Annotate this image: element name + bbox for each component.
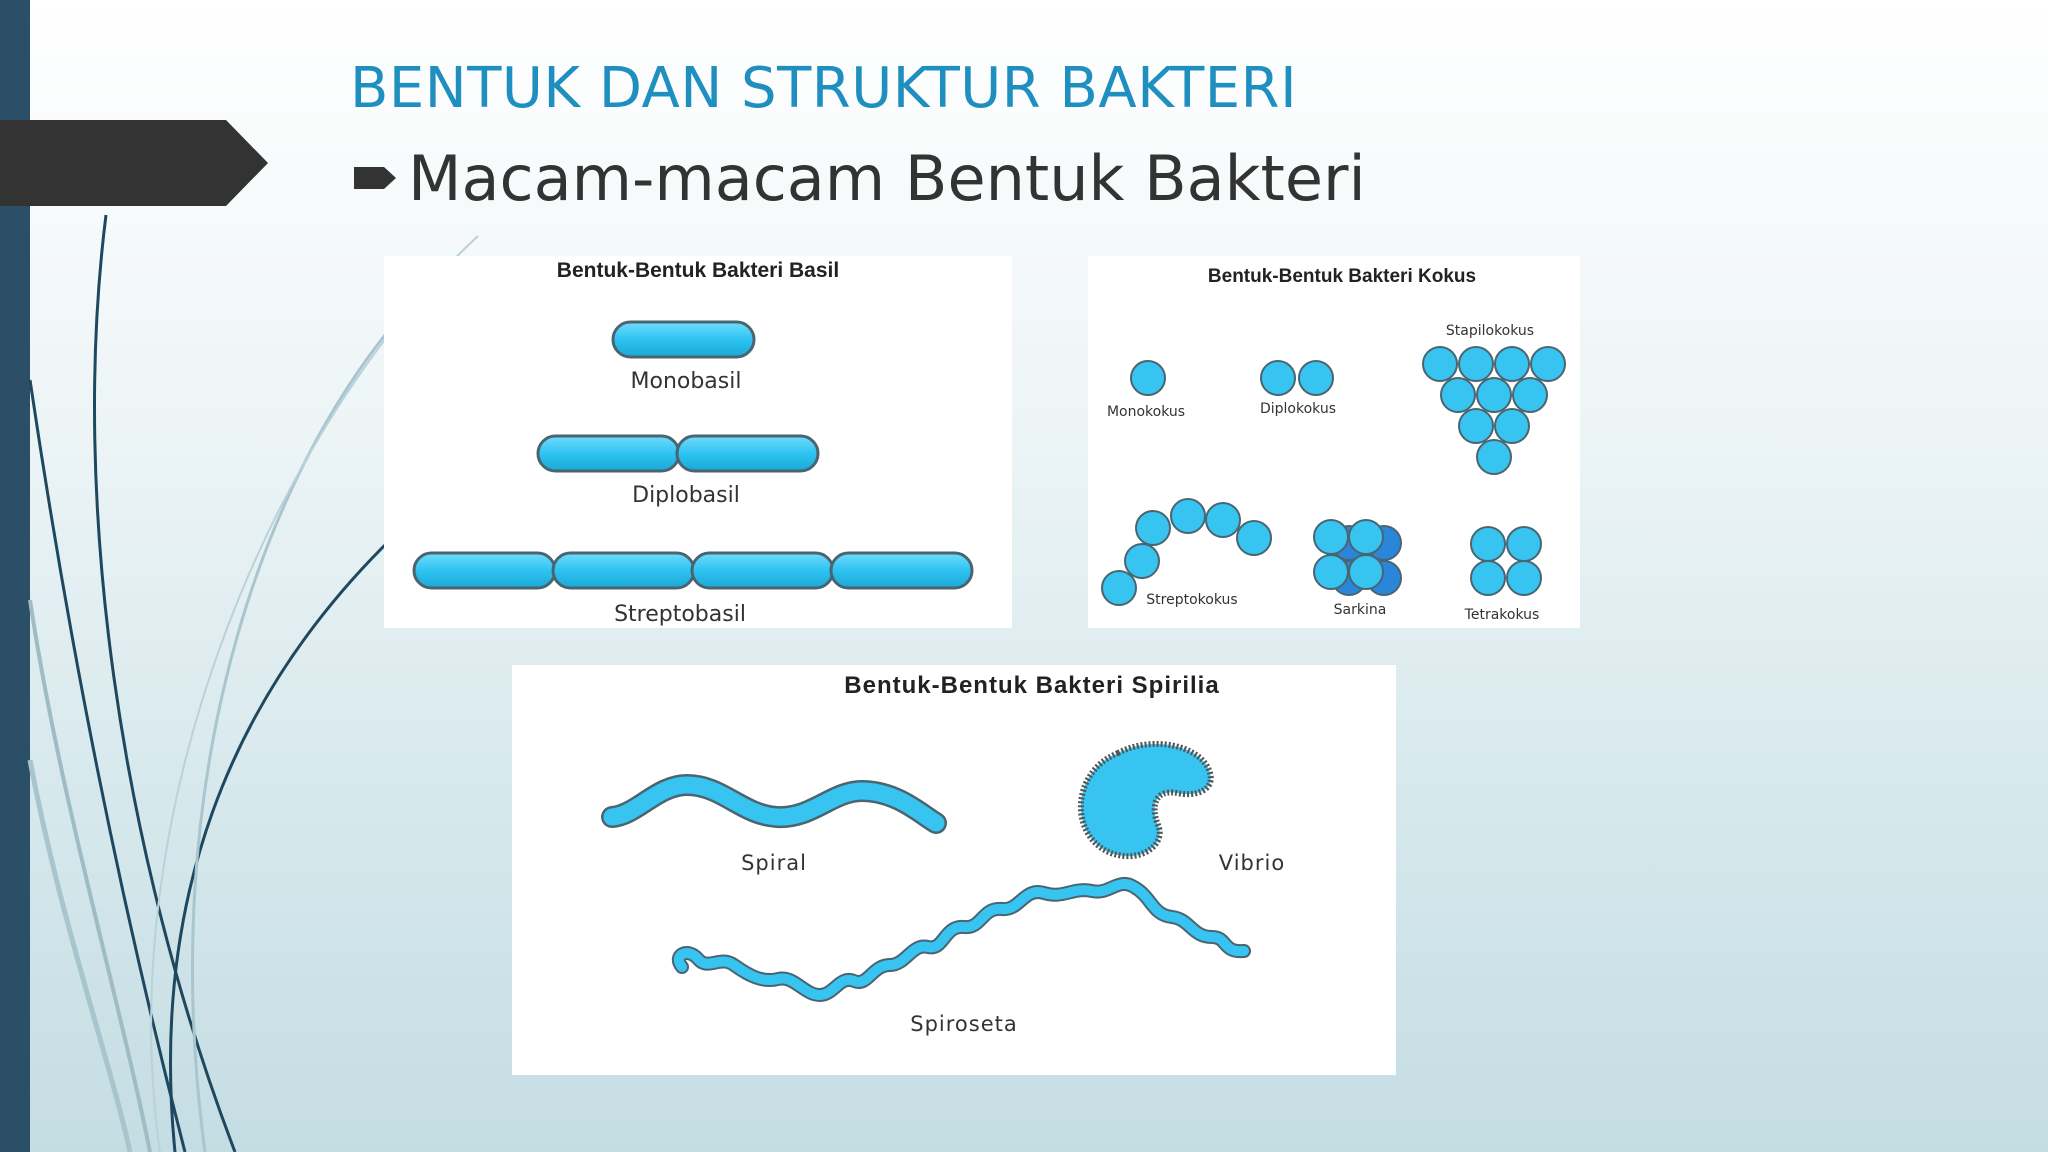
stapilokokus-cell <box>1476 377 1512 413</box>
bullet-item: Macam-macam Bentuk Bakteri <box>352 138 1366 218</box>
stapilokokus-cell <box>1422 346 1458 382</box>
streptokokus-cell <box>1170 498 1206 534</box>
decor-curve <box>27 759 133 1152</box>
spiroseta-cell-inner <box>673 878 1249 1000</box>
stapilokokus-cell <box>1494 408 1530 444</box>
diplobasil-label: Diplobasil <box>632 483 740 508</box>
streptokokus-cell <box>1135 510 1171 546</box>
tetrakokus-label: Tetrakokus <box>1464 607 1540 623</box>
monobasil-cell <box>611 320 756 359</box>
tetrakokus-cell <box>1470 526 1506 562</box>
spiral-label: Spiral <box>741 851 807 875</box>
spirilia-title: Bentuk-Bentuk Bakteri Spirilia <box>844 672 1219 699</box>
stapilokokus-cell <box>1530 346 1566 382</box>
streptokokus-cell <box>1124 543 1160 579</box>
spiral-cell-inner <box>603 776 945 832</box>
arrow-tab <box>0 120 268 206</box>
diplokokus-cell <box>1298 360 1334 396</box>
sarkina-cell <box>1313 519 1349 555</box>
streptobasil-cell <box>551 551 696 590</box>
streptobasil-label: Streptobasil <box>614 602 746 627</box>
stapilokokus-cell <box>1458 408 1494 444</box>
decor-curve <box>28 379 187 1152</box>
tetrakokus-cell <box>1506 560 1542 596</box>
kokus-title: Bentuk-Bentuk Bakteri Kokus <box>1208 266 1476 287</box>
kokus-panel: Bentuk-Bentuk Bakteri Kokus Monokokus Di… <box>1088 256 1580 628</box>
slide-title: BENTUK DAN STRUKTUR BAKTERI <box>350 56 1298 121</box>
sarkina-cell <box>1348 554 1384 590</box>
decor-curve <box>191 334 387 1152</box>
decor-curve <box>169 543 387 1152</box>
monokokus-label: Monokokus <box>1107 404 1185 420</box>
spiroseta-label: Spiroseta <box>910 1012 1017 1036</box>
sarkina-cell <box>1313 554 1349 590</box>
sarkina-label: Sarkina <box>1334 602 1387 618</box>
streptokokus-cell <box>1236 520 1272 556</box>
vibrio-label: Vibrio <box>1219 851 1285 875</box>
tetrakokus-cell <box>1470 560 1506 596</box>
diplobasil-cell <box>536 434 681 473</box>
stapilokokus-cell <box>1476 439 1512 475</box>
diplokokus-cell <box>1260 360 1296 396</box>
monobasil-label: Monobasil <box>631 369 742 394</box>
basil-panel: Bentuk-Bentuk Bakteri Basil Monobasil Di… <box>384 256 1012 628</box>
sarkina-cell <box>1348 519 1384 555</box>
stapilokokus-label: Stapilokokus <box>1446 323 1534 339</box>
arrow-bullet-icon <box>354 167 396 189</box>
streptokokus-label: Streptokokus <box>1146 592 1237 608</box>
diplokokus-label: Diplokokus <box>1260 401 1336 417</box>
vibrio-cell <box>1077 740 1214 860</box>
streptobasil-cell <box>690 551 835 590</box>
stapilokokus-cell <box>1458 346 1494 382</box>
streptobasil-cell <box>412 551 557 590</box>
stapilokokus-cell <box>1512 377 1548 413</box>
decor-curve <box>28 599 152 1152</box>
stapilokokus-cell <box>1440 377 1476 413</box>
diplobasil-cell <box>675 434 820 473</box>
spirilia-panel: Bentuk-Bentuk Bakteri Spirilia Spiral Vi… <box>512 665 1396 1075</box>
tetrakokus-cell <box>1506 526 1542 562</box>
spirilia-diagram: Bentuk-Bentuk Bakteri Spirilia Spiral Vi… <box>601 672 1285 1036</box>
basil-title: Bentuk-Bentuk Bakteri Basil <box>557 259 839 282</box>
basil-diagram: Bentuk-Bentuk Bakteri Basil Monobasil Di… <box>412 259 974 627</box>
monokokus-cell <box>1130 360 1166 396</box>
stapilokokus-cell <box>1494 346 1530 382</box>
bullet-text: Macam-macam Bentuk Bakteri <box>408 141 1366 215</box>
streptokokus-cell <box>1205 502 1241 538</box>
decor-curve <box>93 214 237 1152</box>
streptobasil-cell <box>829 551 974 590</box>
kokus-diagram: Bentuk-Bentuk Bakteri Kokus Monokokus Di… <box>1101 266 1566 623</box>
streptokokus-cell <box>1101 570 1137 606</box>
